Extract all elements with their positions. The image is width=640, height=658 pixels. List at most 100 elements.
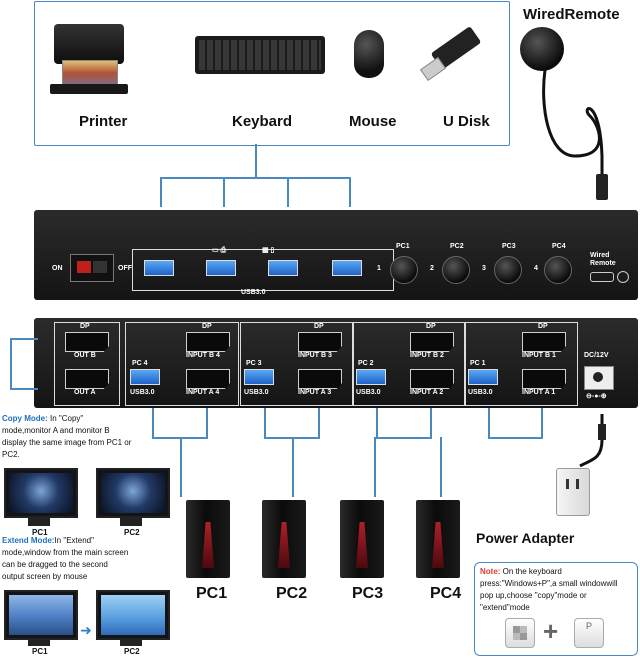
pc2-switch-button[interactable] — [442, 256, 470, 284]
input-group-1 — [464, 322, 578, 406]
dc-power-label: DC/12V — [584, 352, 609, 359]
input-b2-dp-port[interactable] — [410, 332, 454, 352]
input-a2-dp-port[interactable] — [410, 369, 454, 389]
group2-usb-port[interactable] — [356, 369, 386, 385]
hub-drop-1 — [160, 177, 162, 207]
note-line2: press:"Windows+P",a small windowwill — [480, 579, 618, 588]
power-adapter-label: Power Adapter — [476, 530, 575, 546]
input-group-3 — [240, 322, 354, 406]
usb-drive-icon — [418, 26, 488, 86]
copy-monitor-1-label: PC1 — [32, 528, 48, 537]
p-key-icon: P — [574, 618, 604, 648]
pc2-tower-icon — [262, 500, 306, 578]
pc3-conn-line — [264, 408, 266, 438]
usb-port-1[interactable] — [144, 260, 174, 276]
group1-usb-port[interactable] — [468, 369, 498, 385]
copy-mode-line1: In "Copy" — [47, 414, 84, 423]
out-b-dp-port[interactable] — [65, 332, 109, 352]
group3-pc-label: PC 3 — [246, 360, 262, 367]
extend-mode-line1: In "Extend" — [54, 536, 94, 545]
pc-button-label-1: PC1 — [396, 243, 410, 250]
group2-pc-label: PC 2 — [358, 360, 374, 367]
note-line3: pop up,choose "copy"mode or — [480, 591, 587, 600]
output-bracket-top — [10, 338, 38, 340]
input-a3-label: INPUT A 3 — [298, 389, 332, 396]
extend-mode-title: Extend Mode: — [2, 536, 55, 545]
input-a1-dp-port[interactable] — [522, 369, 566, 389]
kvm-front-panel: ON OFF ▭ ⎙ ▦ ▯ USB3.0 PC1 PC2 PC3 PC4 1 … — [34, 210, 638, 300]
extend-mode-line2: mode,window from the main screen — [2, 548, 129, 557]
pc3-label: PC3 — [352, 585, 384, 602]
port-number-3: 3 — [482, 265, 486, 272]
input-a4-dp-port[interactable] — [186, 369, 230, 389]
group1-usb-label: USB3.0 — [468, 389, 493, 396]
pc4-label: PC4 — [430, 585, 462, 602]
keyboard-label: Keybard — [232, 113, 293, 130]
pc3-drop — [374, 437, 376, 497]
power-adapter-icon — [556, 468, 590, 516]
input-a3-dp-port[interactable] — [298, 369, 342, 389]
pc2-conn-line — [376, 408, 378, 438]
input-b4-label: INPUT B 4 — [186, 352, 220, 359]
pc2-conn-bar — [376, 437, 432, 439]
note-line4: "extend"mode — [480, 603, 530, 612]
pc2-conn-line-b — [430, 408, 432, 438]
input-b1-dp-port[interactable] — [522, 332, 566, 352]
pc3-switch-button[interactable] — [494, 256, 522, 284]
front-usb-label: USB3.0 — [241, 289, 266, 296]
usb-port-4[interactable] — [332, 260, 362, 276]
note-text: Note: On the keyboard press:"Windows+P",… — [480, 566, 618, 614]
printer-icon — [48, 18, 130, 98]
pc1-conn-line-b — [541, 408, 543, 438]
output-bracket-vertical — [10, 338, 12, 388]
note-line1: On the keyboard — [500, 567, 562, 576]
note-box — [474, 562, 638, 656]
hub-drop-2 — [223, 177, 225, 207]
keyboard-mouse-port-icon: ▦ ▯ — [262, 247, 275, 254]
input-b4-dp-port[interactable] — [186, 332, 230, 352]
pc1-tower-icon — [186, 500, 230, 578]
out-a-dp-port[interactable] — [65, 369, 109, 389]
mouse-label: Mouse — [349, 113, 397, 130]
remote-port[interactable] — [590, 272, 614, 282]
copy-monitor-2 — [96, 468, 170, 518]
udisk-label: U Disk — [443, 113, 490, 130]
input-group-2 — [352, 322, 466, 406]
group4-usb-port[interactable] — [130, 369, 160, 385]
group4-usb-label: USB3.0 — [130, 389, 155, 396]
printer-label: Printer — [79, 113, 128, 130]
out-b-label: OUT B — [74, 352, 96, 359]
remote-cable — [542, 69, 608, 200]
pc4-conn-line — [152, 408, 154, 438]
port-number-4: 4 — [534, 265, 538, 272]
input-group-4 — [125, 322, 239, 406]
group2-dp-label: DP — [426, 323, 436, 330]
hub-drop-3 — [287, 177, 289, 207]
input-b1-label: INPUT B 1 — [522, 352, 556, 359]
pc4-switch-button[interactable] — [544, 256, 572, 284]
input-b3-label: INPUT B 3 — [298, 352, 332, 359]
dc-power-jack[interactable] — [584, 366, 614, 390]
hub-stem — [255, 144, 257, 178]
input-a2-label: INPUT A 2 — [410, 389, 444, 396]
copy-mode-line4: PC2. — [2, 450, 20, 459]
power-switch[interactable] — [70, 254, 114, 282]
usb-port-2[interactable] — [206, 260, 236, 276]
pc-button-label-3: PC3 — [502, 243, 516, 250]
port-number-2: 2 — [430, 265, 434, 272]
extend-monitor-2-label: PC2 — [124, 647, 140, 656]
pc3-conn-line-b — [318, 408, 320, 438]
pc4-drop — [440, 437, 442, 497]
group1-pc-label: PC 1 — [470, 360, 486, 367]
mouse-icon — [354, 30, 384, 78]
usb-port-3[interactable] — [268, 260, 298, 276]
extend-monitor-1 — [4, 590, 78, 640]
off-label: OFF — [118, 265, 132, 272]
group2-usb-label: USB3.0 — [356, 389, 381, 396]
pc1-label: PC1 — [196, 585, 228, 602]
pc1-switch-button[interactable] — [390, 256, 418, 284]
pc4-conn-line-b — [206, 408, 208, 438]
group3-usb-port[interactable] — [244, 369, 274, 385]
kvm-back-panel: DP OUT B OUT A DP PC 4 INPUT B 4 USB3.0 … — [34, 318, 638, 408]
input-b3-dp-port[interactable] — [298, 332, 342, 352]
